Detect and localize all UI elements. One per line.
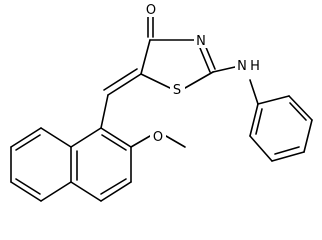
bond-ch-naph: [100, 94, 109, 129]
bond-na-4: [70, 181, 102, 202]
label-amine-hydrogen: H: [250, 59, 260, 74]
bond-c2naph-o: [130, 135, 151, 148]
bond-nb-5: [40, 181, 72, 202]
bond-ph-3: [303, 119, 313, 153]
bond-c2-nh: [212, 66, 236, 73]
atom-amine-nitrogen: N H: [235, 57, 263, 79]
atom-labels: O N S N H O: [143, 1, 263, 145]
bond-ph-6: [249, 103, 259, 137]
bond-na-6: [70, 127, 102, 148]
bond-nb-4-inner: [15, 178, 41, 195]
bond-nb-2-inner: [15, 134, 41, 151]
label-methoxy-oxygen: O: [153, 130, 163, 145]
bond-ph-2-inner: [289, 102, 307, 121]
bond-ph-2: [288, 95, 313, 121]
bonds: [10, 16, 313, 202]
bond-na-3-inner: [100, 178, 127, 195]
atom-methoxy-oxygen: O: [150, 128, 166, 145]
bond-ph-4: [271, 151, 305, 162]
bond-ph-5: [249, 135, 273, 162]
bond-na-1: [100, 127, 132, 148]
label-carbonyl-oxygen: O: [146, 3, 156, 18]
bond-nb-2: [10, 127, 42, 148]
chemical-structure: O N S N H O: [10, 1, 313, 202]
label-amine-nitrogen: N: [237, 59, 247, 74]
bond-n3-c2: [204, 44, 216, 70]
bond-c5-c4: [140, 39, 151, 75]
bond-c5-ch: [107, 73, 142, 96]
bond-na-1-inner: [101, 134, 127, 151]
label-ring-sulfur: S: [173, 83, 181, 98]
bond-ph-4-inner: [274, 146, 300, 155]
bond-nh-phenyl: [249, 79, 259, 105]
bond-nb-4: [10, 181, 42, 202]
bond-na-3: [100, 181, 132, 202]
bond-nb-1: [40, 127, 72, 148]
atom-ring-sulfur: S: [170, 81, 185, 98]
bond-ph-1: [257, 95, 290, 105]
atom-ring-nitrogen: N: [194, 32, 209, 49]
bond-c5-ch-double: [103, 68, 138, 91]
bond-s1-c5: [140, 73, 171, 89]
atom-carbonyl-oxygen: O: [143, 1, 159, 18]
bond-ph-6-inner: [255, 108, 263, 135]
bond-c2-s1: [184, 71, 214, 89]
bond-n3-c2-double: [199, 47, 211, 73]
bond-o-ch3: [165, 135, 186, 148]
label-ring-nitrogen: N: [196, 34, 206, 49]
